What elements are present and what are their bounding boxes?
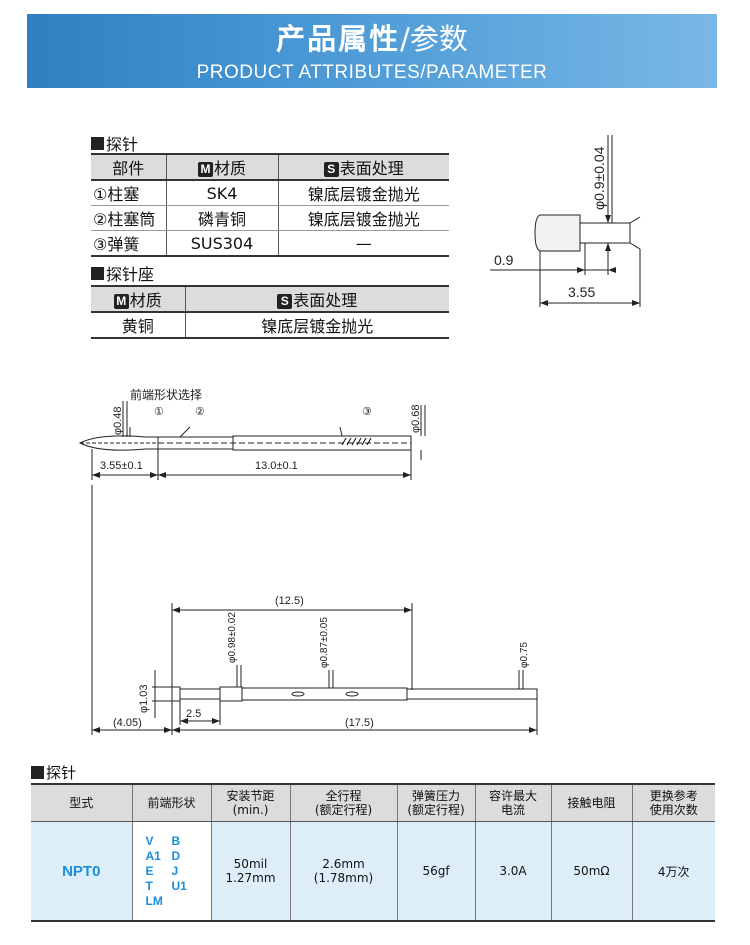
s-badge-icon: S [323,162,339,177]
head-length-label: 3.55 [568,284,595,300]
mark-3: ③ [362,406,372,418]
banner-subtitle: PRODUCT ATTRIBUTES/PARAMETER [196,62,548,83]
header-part: 部件 [91,153,166,181]
banner: 产品属性/参数 PRODUCT ATTRIBUTES/PARAMETER [27,14,717,88]
banner-title-bold: 产品属性 [276,22,401,56]
cell-material: SK4 [165,180,278,206]
socket-d1-label: φ0.98±0.02 [227,612,238,663]
header-current: 容许最大电流 [474,783,551,822]
banner-title-light: 参数 [409,22,468,56]
header-tip-shape: 前端形状 [131,783,211,822]
probe-drawing: 前端形状选择 ① ② ③ φ0.48 φ0.68 3.55±0.1 13.0±0… [78,387,426,480]
tip-diameter-label: φ0.9±0.04 [591,146,607,210]
cell-surface: — [277,230,449,257]
square-bullet-icon [91,136,104,150]
banner-title: 产品属性/参数 [27,20,717,58]
mark-2: ② [195,406,205,418]
socket-drawing: (12.5) φ0.98±0.02 φ0.87±0.05 φ0.75 φ1.03… [91,485,538,735]
header-life: 更换参考使用次数 [631,783,715,822]
cell-surface: 镍底层镀金抛光 [277,180,449,206]
m-badge-icon: M [113,294,129,309]
cell-surface: 镍底层镀金抛光 [277,205,449,231]
tip-length-label: 0.9 [494,252,514,268]
socket-left-length-label: (4.05) [113,717,142,729]
header-stroke: 全行程(额定行程) [289,783,397,822]
cell-model: NPT0 [31,821,132,922]
cell-current: 3.0A [474,821,551,922]
tip-shape-label: 前端形状选择 [130,387,202,402]
cell-material: 磷青铜 [165,205,278,231]
cell-part: ③弹簧 [91,230,166,257]
mark-1: ① [154,406,164,418]
tip-shaft-shape [579,222,631,244]
header-force: 弹簧压力(额定行程) [396,783,475,822]
spec-table: 型式 前端形状 安装节距(min.) 全行程(额定行程) 弹簧压力(额定行程) … [31,783,715,922]
socket-right-length-label: (17.5) [345,717,374,729]
socket-d2-label: φ0.87±0.05 [319,617,330,668]
socket-body-shape [241,687,408,701]
cell-surface: 镍底层镀金抛光 [184,312,449,339]
cell-resistance: 50mΩ [550,821,632,922]
spec-section-title: 探针 [31,762,76,783]
header-model: 型式 [31,783,132,822]
probe-section-title: 探针 [91,131,138,155]
cell-force: 56gf [396,821,475,922]
socket-flange-diameter-label: φ1.03 [138,684,150,713]
m-badge-icon: M [197,162,213,177]
body-length-label: 13.0±0.1 [255,460,298,472]
socket-flange-shape [171,686,181,702]
cell-material: SUS304 [165,230,278,257]
socket-flange-length-label: 2.5 [186,708,201,720]
square-bullet-icon [31,766,44,779]
header-resistance: 接触电阻 [550,783,632,822]
s-badge-icon: S [277,294,293,309]
cell-part: ②柱塞筒 [91,205,166,231]
table-row: ①柱塞 SK4 镍底层镀金抛光 [91,180,449,206]
table-row: 黄铜 镍底层镀金抛光 [91,312,449,339]
tip-detail-drawing: φ0.9±0.04 0.9 3.55 [490,135,641,307]
body-diameter-label: φ0.68 [410,404,422,433]
cell-material: 黄铜 [91,312,185,339]
tip-break-lines [629,216,641,250]
table-row: ②柱塞筒 磷青铜 镍底层镀金抛光 [91,205,449,231]
banner-title-sep: / [400,22,410,56]
tip-head-shape [534,214,581,252]
socket-section-title: 探针座 [91,261,154,285]
header-pitch: 安装节距(min.) [210,783,290,822]
cell-life: 4万次 [631,821,715,922]
table-row: ③弹簧 SUS304 — [91,230,449,257]
square-bullet-icon [91,266,104,280]
socket-tail-shape [406,688,538,700]
tip-diameter-label: φ0.48 [112,406,124,435]
socket-d3-label: φ0.75 [519,642,530,668]
cell-stroke: 2.6mm(1.78mm) [289,821,397,922]
cell-part: ①柱塞 [91,180,166,206]
tip-length-label: 3.55±0.1 [100,460,143,472]
socket-length-top-label: (12.5) [275,595,304,607]
